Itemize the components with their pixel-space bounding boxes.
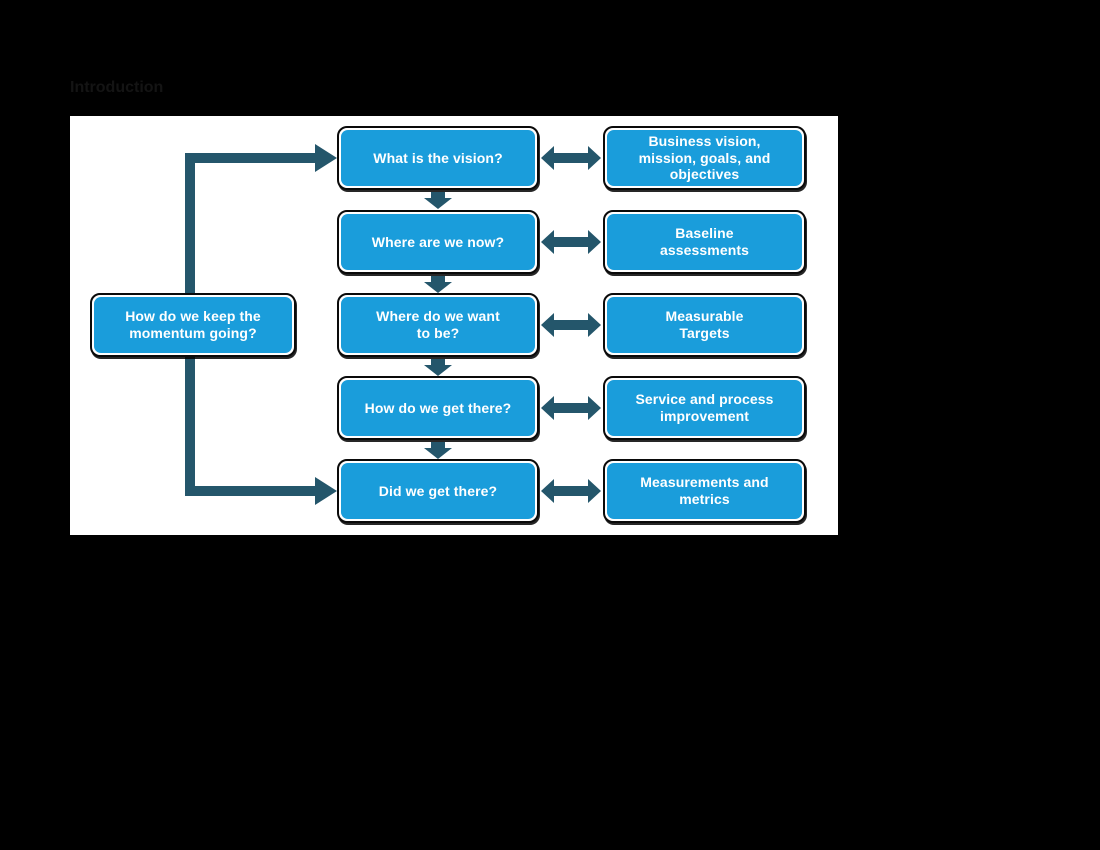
output-box-fill: Baseline assessments <box>607 214 802 270</box>
down-arrow <box>424 359 452 376</box>
output-box-fill: Service and process improvement <box>607 380 802 436</box>
question-label: How do we get there? <box>364 399 512 416</box>
question-box-fill: Where are we now? <box>341 214 535 270</box>
down-arrow <box>424 192 452 209</box>
output-box: Measurements and metrics <box>603 459 806 523</box>
output-box-fill: Measurable Targets <box>607 297 802 353</box>
output-label: Measurable Targets <box>665 308 744 341</box>
side-question-label: How do we keep the momentum going? <box>125 308 261 341</box>
question-box: Did we get there? <box>337 459 539 523</box>
output-box-fill: Business vision, mission, goals, and obj… <box>607 130 802 186</box>
question-box-fill: Where do we want to be? <box>341 297 535 353</box>
question-box: Where are we now? <box>337 210 539 274</box>
diagram-panel: How do we keep the momentum going? What … <box>70 116 838 535</box>
down-arrow <box>424 276 452 293</box>
output-box: Business vision, mission, goals, and obj… <box>603 126 806 190</box>
double-arrow-icon <box>541 313 601 337</box>
question-box: Where do we want to be? <box>337 293 539 357</box>
double-arrow-icon <box>541 230 601 254</box>
output-label: Baseline assessments <box>659 225 750 258</box>
output-box-fill: Measurements and metrics <box>607 463 802 519</box>
question-box-fill: How do we get there? <box>341 380 535 436</box>
question-label: What is the vision? <box>373 149 503 166</box>
double-arrow-icon <box>541 479 601 503</box>
question-box-fill: Did we get there? <box>341 463 535 519</box>
output-label: Service and process improvement <box>635 391 774 424</box>
side-question-box: How do we keep the momentum going? <box>90 293 296 357</box>
side-question-box-fill: How do we keep the momentum going? <box>94 297 292 353</box>
question-label: Did we get there? <box>378 482 498 499</box>
question-box: How do we get there? <box>337 376 539 440</box>
double-arrow-icon <box>541 146 601 170</box>
down-arrow <box>424 442 452 459</box>
question-box-fill: What is the vision? <box>341 130 535 186</box>
output-label: Business vision, mission, goals, and obj… <box>638 133 771 183</box>
question-label: Where do we want to be? <box>376 308 500 341</box>
output-label: Measurements and metrics <box>640 474 769 507</box>
output-box: Baseline assessments <box>603 210 806 274</box>
intro-heading: Introduction <box>70 79 164 96</box>
output-box: Measurable Targets <box>603 293 806 357</box>
double-arrow-icon <box>541 396 601 420</box>
question-label: Where are we now? <box>371 233 505 250</box>
output-box: Service and process improvement <box>603 376 806 440</box>
question-box: What is the vision? <box>337 126 539 190</box>
